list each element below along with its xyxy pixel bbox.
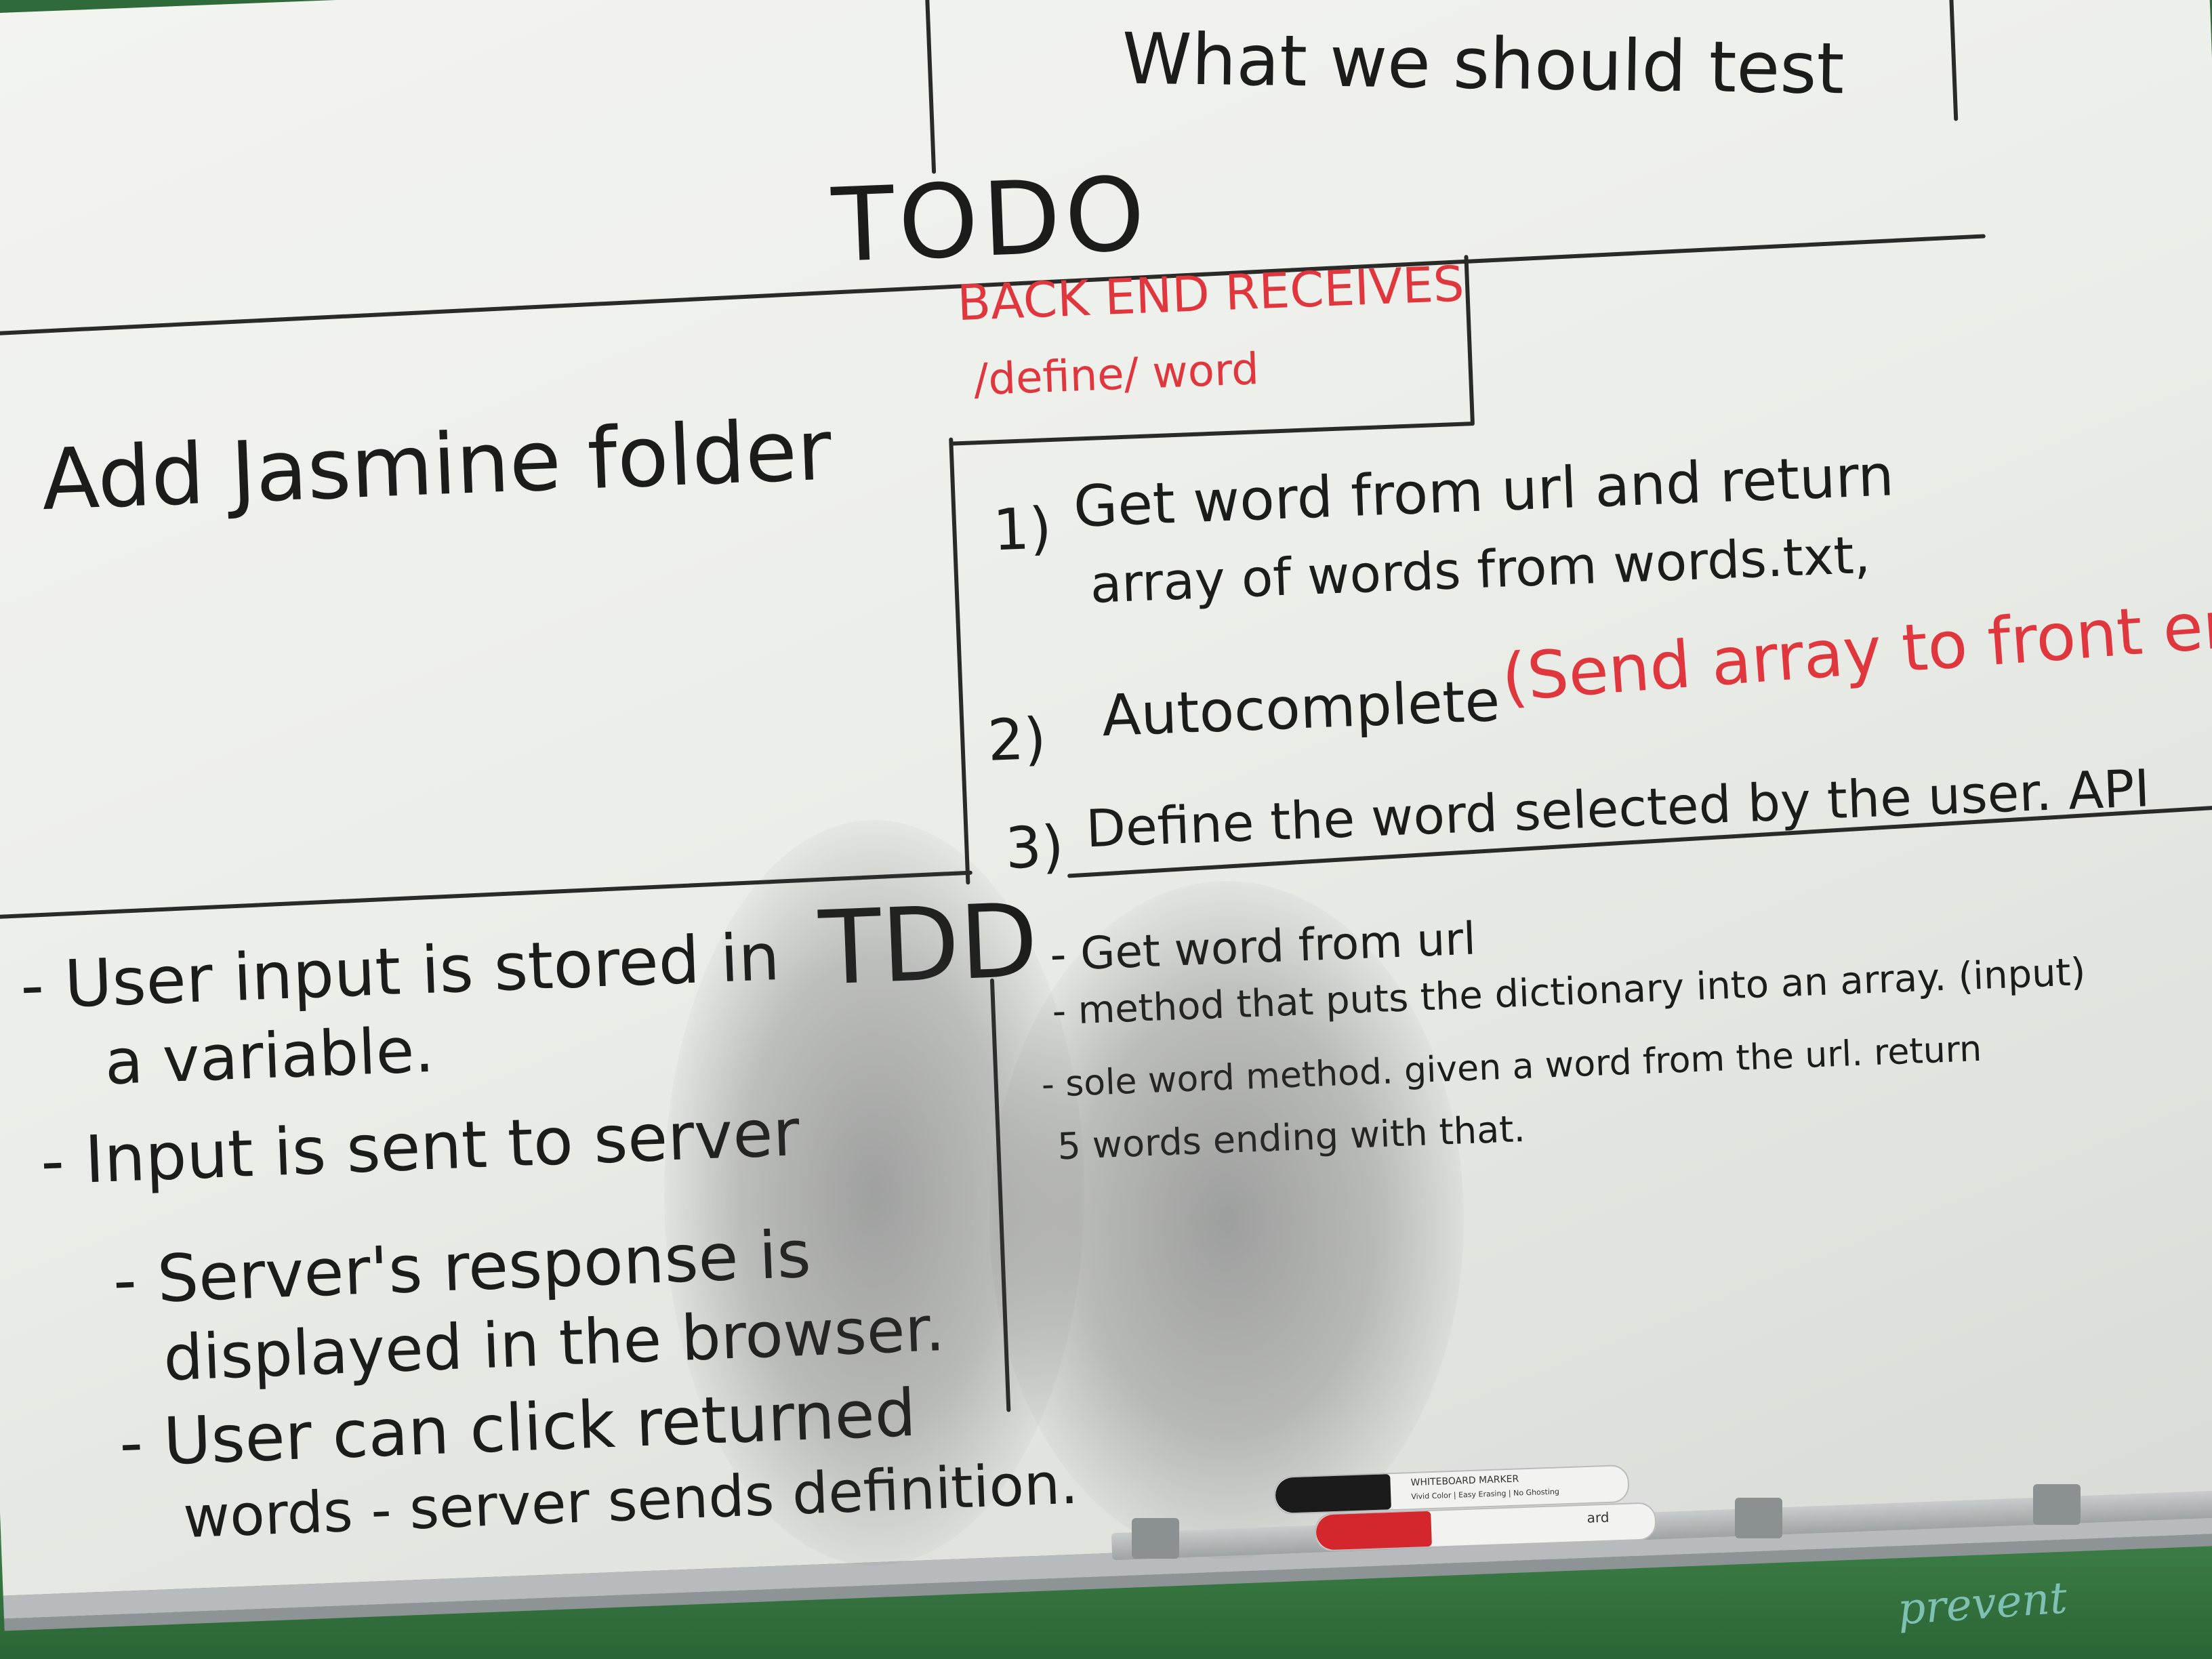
backend-line-2: /define/ word [972,344,1261,406]
tdd-left-item-1-line-2: a variable. [103,1013,436,1099]
top-left-divider [924,0,937,174]
step-2-text: Autocomplete [1101,667,1501,750]
step-1-number: 1) [991,495,1053,564]
tdd-left-item-1-line-1: - User input is stored in [19,918,781,1024]
todo-title: TODO [830,155,1151,286]
tray-bracket-middle [1735,1498,1782,1538]
photographer-shadow-right [989,881,1464,1559]
photographer-shadow-left [664,820,1084,1565]
todo-column-divider [949,437,970,885]
test-heading: What we should test [1121,17,1845,110]
step-2-note: (Send array to front end) [1499,581,2212,716]
tray-bracket-right [2033,1484,2081,1525]
backend-box-bottom [949,421,1475,446]
top-right-divider [1948,0,1959,121]
step-3-number: 3) [1004,813,1065,882]
tray-bracket-left [1132,1518,1179,1559]
add-jasmine-item: Add Jasmine folder [39,401,834,530]
step-1-line-2: array of words from words.txt, [1088,524,1872,615]
black-marker-sublabel: Vivid Color | Easy Erasing | No Ghosting [1411,1487,1560,1502]
step-2-number: 2) [986,705,1048,774]
backend-box-right [1464,255,1475,425]
step-1-line-1: Get word from url and return [1072,442,1896,540]
black-marker-label: WHITEBOARD MARKER [1410,1473,1519,1489]
red-marker-label: ard [1586,1509,1610,1526]
